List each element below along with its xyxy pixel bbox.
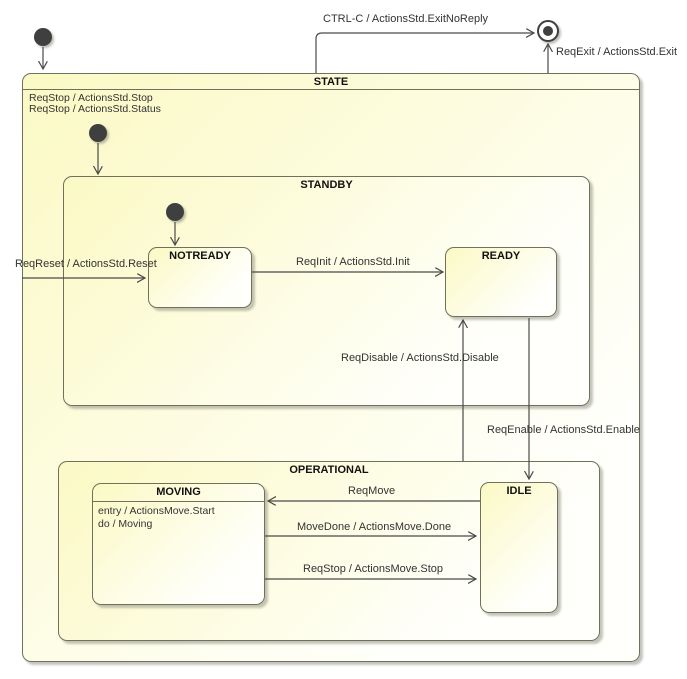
transition-label-reqenable[interactable]: ReqEnable / ActionsStd.Enable <box>487 424 640 436</box>
transition-ctrl-c-line[interactable] <box>315 33 534 73</box>
state-title-STANDBY: STANDBY <box>300 179 353 191</box>
transition-label-reqreset[interactable]: ReqReset / ActionsStd.Reset <box>15 258 157 270</box>
state-activities: entry / ActionsMove.Start do / Moving <box>98 505 215 531</box>
state-MOVING[interactable]: MOVING entry / ActionsMove.Start do / Mo… <box>92 483 265 605</box>
state-internal-transitions: ReqStop / ActionsStd.Stop ReqStop / Acti… <box>29 93 161 115</box>
state-title-separator <box>23 89 639 90</box>
initial-state-node[interactable] <box>166 203 184 221</box>
state-title-READY: READY <box>481 250 521 262</box>
final-state-inner-dot <box>543 26 553 36</box>
state-title-separator <box>93 501 264 502</box>
transition-label-movedone[interactable]: MoveDone / ActionsMove.Done <box>297 521 452 533</box>
state-title-NOTREADY: NOTREADY <box>169 250 231 262</box>
initial-state-node[interactable] <box>89 124 107 142</box>
transition-label-ctrl-c[interactable]: CTRL-C / ActionsStd.ExitNoReply <box>323 13 489 25</box>
transition-label-reqdisable[interactable]: ReqDisable / ActionsStd.Disable <box>341 352 499 364</box>
state-title-OPERATIONAL: OPERATIONAL <box>289 464 369 476</box>
activity-do[interactable]: do / Moving <box>98 518 153 530</box>
state-title-MOVING: MOVING <box>156 486 201 498</box>
final-state-node[interactable] <box>537 20 559 42</box>
transition-label-reqmove[interactable]: ReqMove <box>348 485 396 497</box>
initial-state-node[interactable] <box>34 28 52 46</box>
state-IDLE[interactable]: IDLE <box>480 482 558 613</box>
transition-label-reqexit[interactable]: ReqExit / ActionsStd.Exit <box>556 46 678 58</box>
internal-transition-reqstop-status[interactable]: ReqStop / ActionsStd.Status <box>29 103 161 115</box>
activity-entry[interactable]: entry / ActionsMove.Start <box>98 505 215 517</box>
state-title-IDLE: IDLE <box>506 485 532 497</box>
transition-label-reqstop-move[interactable]: ReqStop / ActionsMove.Stop <box>303 563 444 575</box>
state-NOTREADY[interactable]: NOTREADY <box>148 247 252 308</box>
state-title-STATE: STATE <box>313 76 349 88</box>
internal-transition-reqstop-stop[interactable]: ReqStop / ActionsStd.Stop <box>29 92 153 104</box>
transition-label-reqinit[interactable]: ReqInit / ActionsStd.Init <box>296 256 410 268</box>
state-READY[interactable]: READY <box>445 247 557 317</box>
